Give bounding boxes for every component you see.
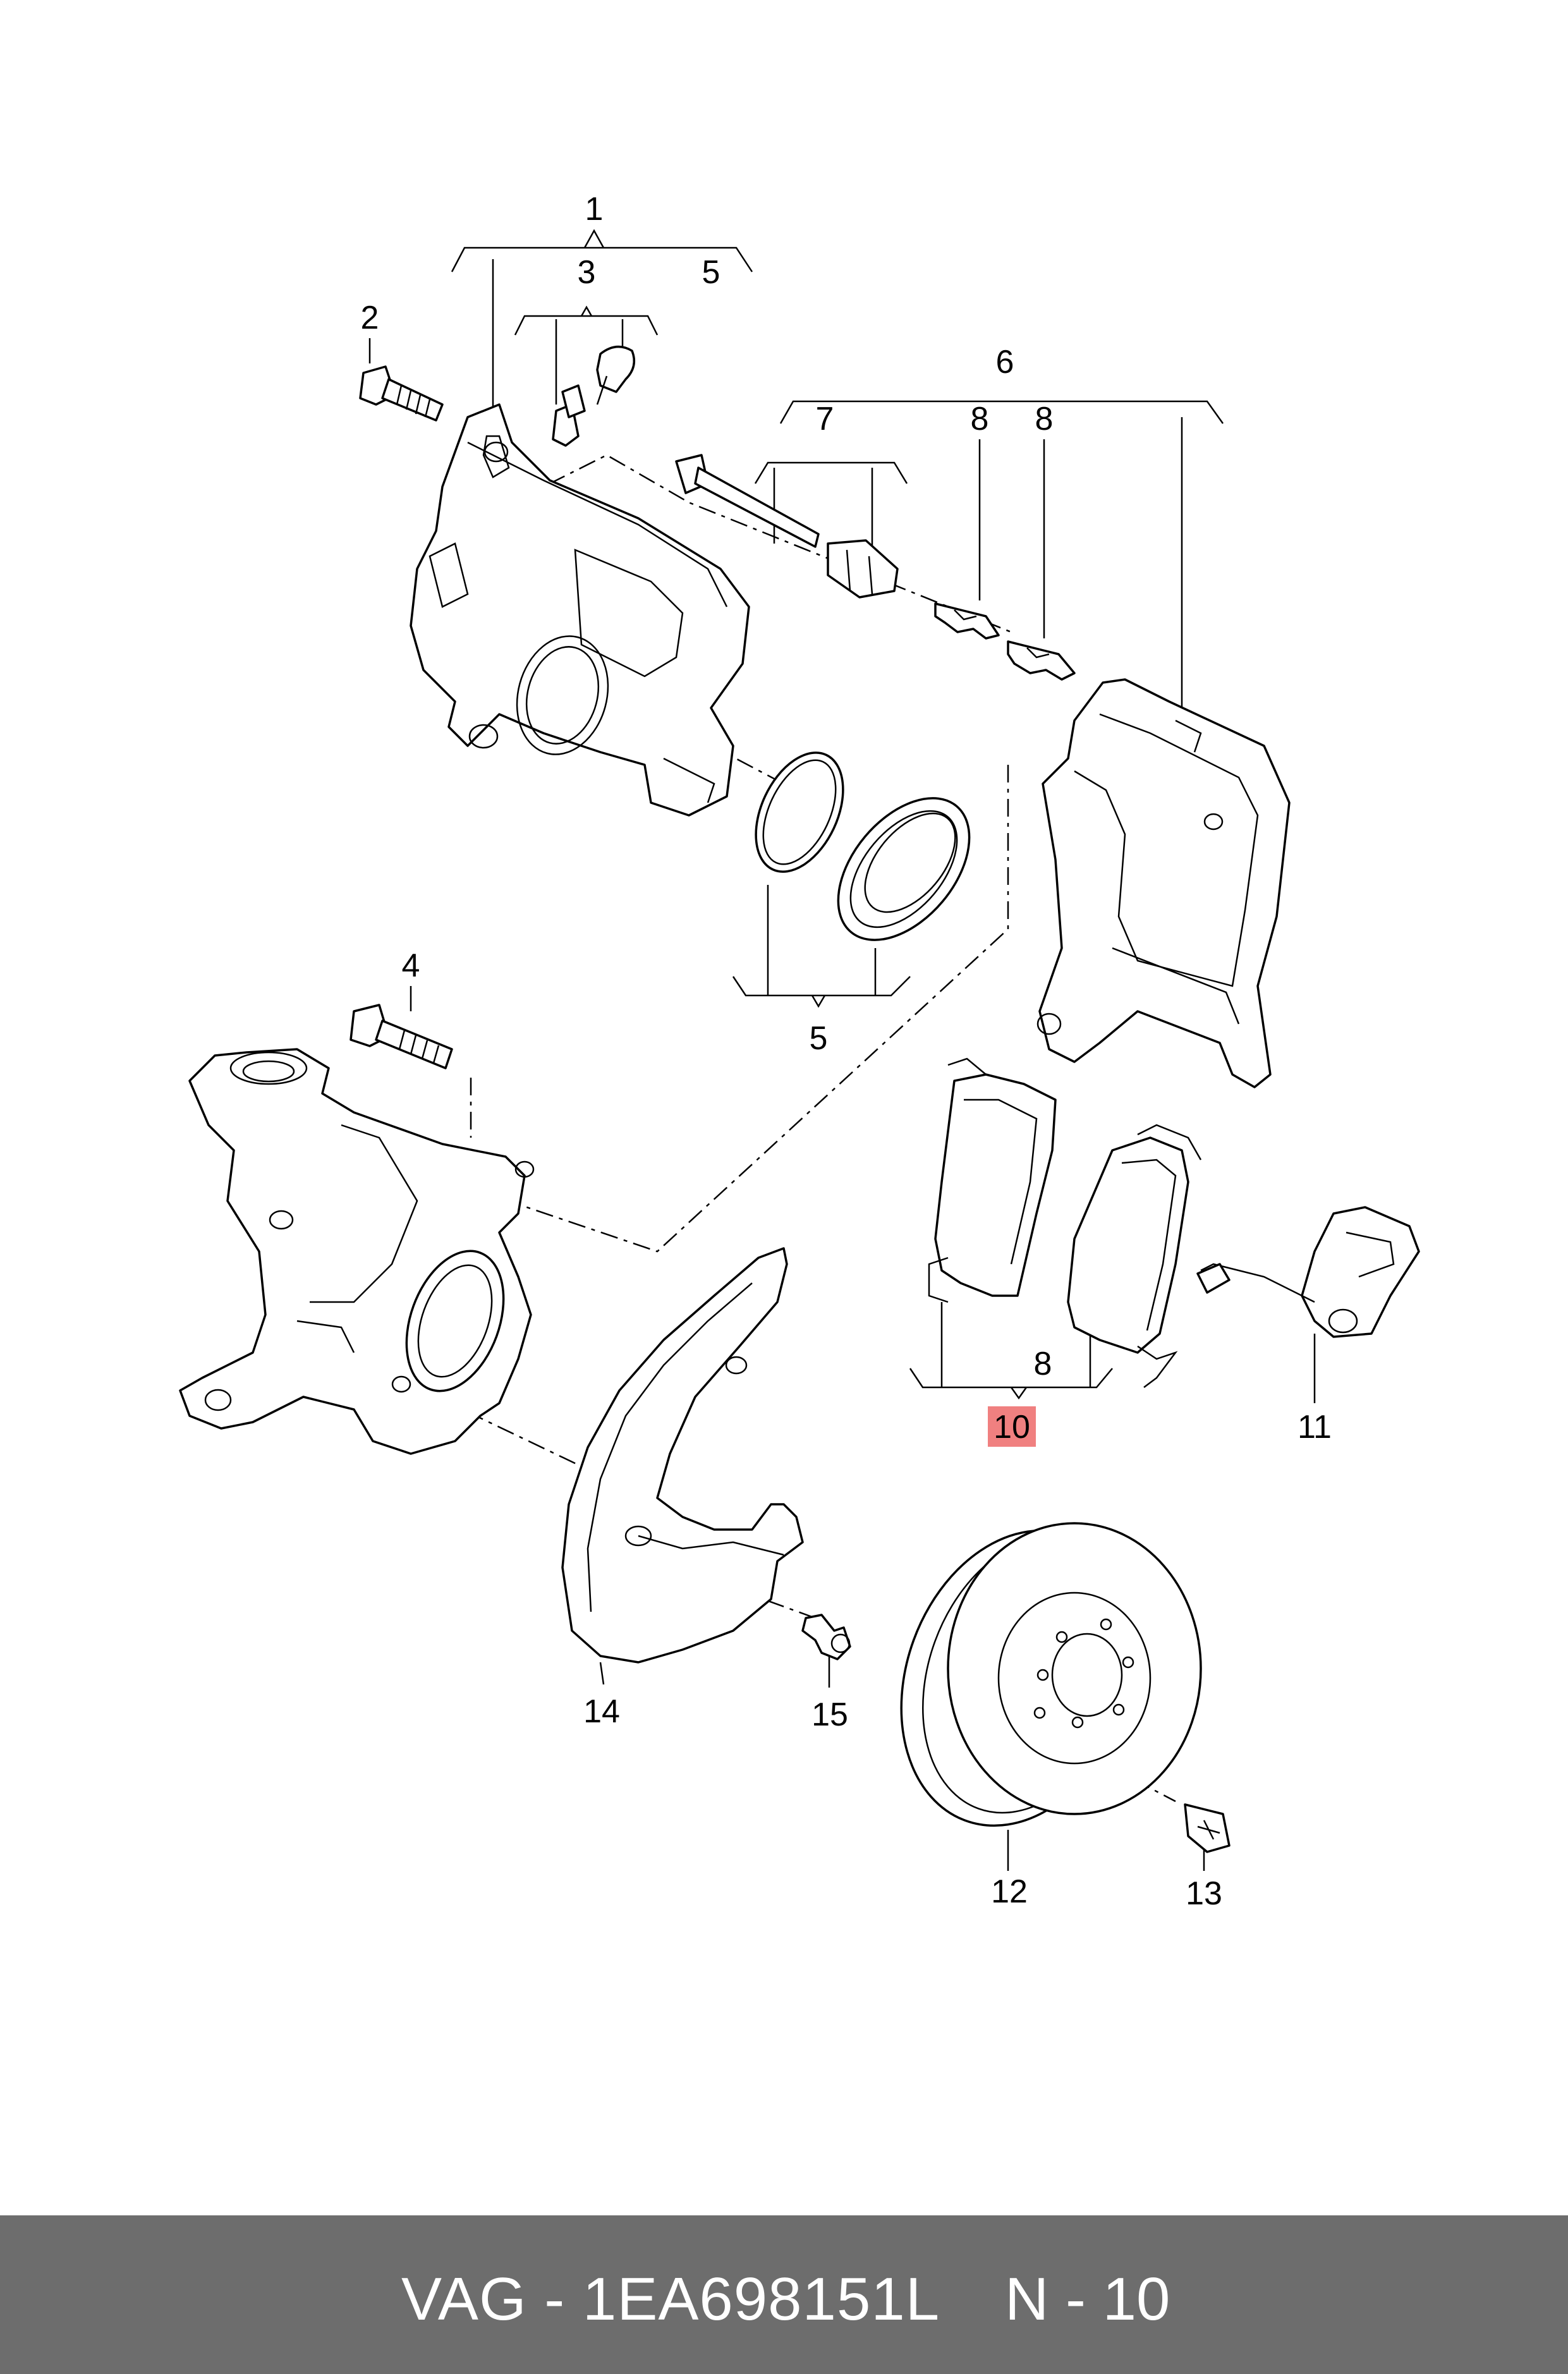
splash-shield-part-14 <box>561 1247 804 1664</box>
bolt-part-15 <box>801 1614 851 1660</box>
piston-seal-part-5 <box>755 752 971 941</box>
bolt-part-4 <box>349 1004 453 1069</box>
callout-4: 4 <box>402 947 420 984</box>
callout-14: 14 <box>583 1693 620 1730</box>
part-number: VAG - 1EA698151L <box>401 2265 940 2333</box>
callout-10-highlight <box>988 1406 1036 1447</box>
exploded-brake-diagram: 1 2 3 4 5 5 6 7 8 8 8 10 11 12 13 14 15 <box>179 191 1420 1912</box>
leader-lines <box>368 229 1316 1871</box>
brake-disc-part-12 <box>900 1522 1202 1827</box>
callout-labels: 1 2 3 4 5 5 6 7 8 8 8 10 11 12 13 14 15 <box>361 191 1332 1912</box>
screw-part-13 <box>1184 1803 1231 1853</box>
callout-11: 11 <box>1298 1409 1332 1446</box>
callout-5-bottom: 5 <box>810 1020 828 1057</box>
pad-clips-part-8 <box>934 602 1076 681</box>
part-number-footer: VAG - 1EA698151L N - 10 <box>0 2215 1568 2374</box>
steering-knuckle <box>179 1048 535 1455</box>
bolt-part-2 <box>359 365 444 422</box>
guide-pin-part-7 <box>675 454 899 599</box>
callout-15: 15 <box>811 1696 848 1733</box>
callout-7: 7 <box>816 401 834 437</box>
position-number: N - 10 <box>1005 2265 1170 2333</box>
callout-8-right: 8 <box>1035 401 1054 437</box>
callout-8-left: 8 <box>971 401 989 437</box>
wear-sensor-part-11 <box>1196 1206 1420 1338</box>
brake-caliper-part-1 <box>410 403 750 817</box>
bleeder-valve-part-3 <box>552 345 636 447</box>
callout-8-lower: 8 <box>1034 1346 1052 1382</box>
callout-6: 6 <box>996 344 1014 380</box>
callout-1: 1 <box>585 191 604 228</box>
callout-13: 13 <box>1186 1875 1222 1912</box>
callout-5-top: 5 <box>702 254 720 291</box>
callout-10: 10 <box>994 1409 1030 1446</box>
callout-12: 12 <box>991 1873 1028 1910</box>
callout-3: 3 <box>578 254 596 291</box>
caliper-carrier-part-6 <box>1036 678 1291 1088</box>
callout-2: 2 <box>361 300 379 336</box>
brake-pads-part-10 <box>928 1057 1202 1388</box>
